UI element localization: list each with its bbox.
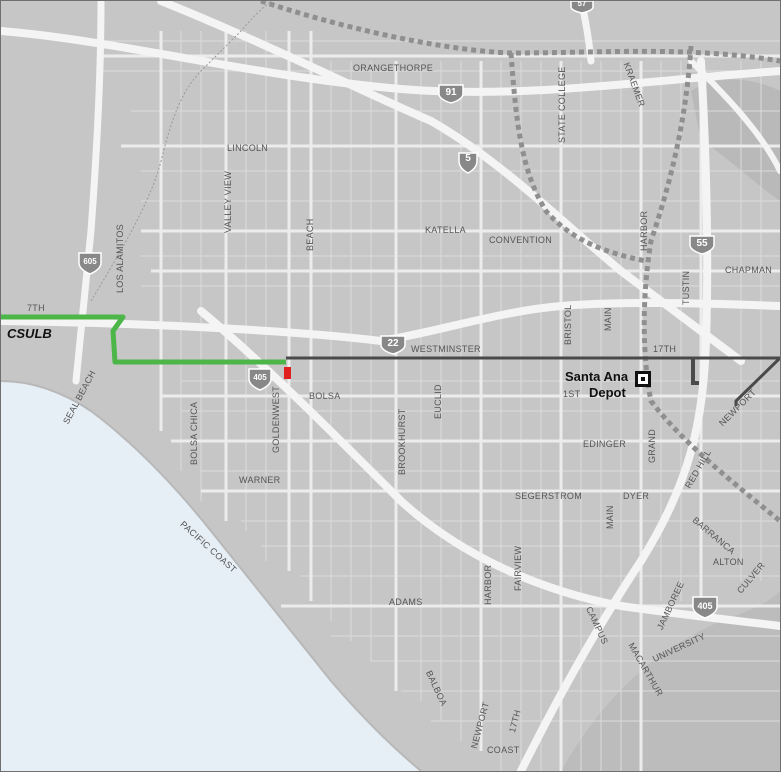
street-orangethorpe: ORANGETHORPE: [353, 63, 434, 73]
street-euclid: EUCLID: [433, 384, 443, 419]
coastline: [1, 380, 422, 771]
street-lincoln: LINCOLN: [227, 143, 269, 153]
route-91-label: 91: [445, 87, 457, 98]
interstate-605-shield: [78, 252, 102, 275]
santa-ana-depot-label-line2[interactable]: Depot: [589, 385, 626, 400]
santa-ana-depot-label-line1[interactable]: Santa Ana: [565, 369, 629, 384]
street-dyer: DYER: [623, 491, 650, 501]
street-warner: WARNER: [239, 475, 281, 485]
street-convention: CONVENTION: [489, 235, 553, 245]
street-valley-view: VALLEY VIEW: [223, 171, 233, 233]
county-line: [90, 1, 272, 302]
route-57-shield: [570, 1, 594, 14]
street-harbor-north: HARBOR: [639, 210, 649, 251]
street-7th: 7TH: [27, 303, 45, 313]
route-55-shield: [689, 235, 715, 255]
route-57-label: 57: [577, 0, 587, 8]
street-coast: COAST: [487, 745, 520, 755]
street-brookhurst: BROOKHURST: [397, 408, 407, 475]
street-bolsa-chica: BOLSA CHICA: [189, 401, 199, 465]
street-main: MAIN: [603, 307, 613, 331]
interstate-405-shield-east: [692, 596, 718, 619]
interstate-405-shield-west: [248, 368, 272, 391]
street-harbor-south: HARBOR: [483, 564, 493, 605]
csulb-label[interactable]: CSULB: [7, 326, 52, 341]
railroads: [260, 1, 780, 523]
interstate-405-east-label: 405: [697, 601, 713, 611]
street-edinger: EDINGER: [583, 439, 627, 449]
route-55-label: 55: [696, 238, 708, 249]
ocean: [1, 381, 421, 771]
street-bolsa: BOLSA: [309, 391, 341, 401]
street-los-alamitos: LOS ALAMITOS: [115, 224, 125, 293]
street-main-south: MAIN: [605, 505, 615, 529]
street-alton: ALTON: [713, 557, 744, 567]
interstate-605-label: 605: [83, 257, 97, 266]
street-goldenwest: GOLDENWEST: [271, 385, 281, 453]
route-green: [1, 314, 286, 365]
route-91-shield: [438, 84, 464, 104]
red-start-marker-icon[interactable]: [284, 367, 291, 379]
street-fairview: FAIRVIEW: [513, 545, 523, 591]
arterial-streets: [101, 31, 780, 771]
interstate-5-label: 5: [465, 153, 471, 164]
train-station-icon[interactable]: [635, 371, 651, 387]
interstate-5-shield: [458, 152, 478, 174]
street-bristol: BRISTOL: [563, 304, 573, 345]
street-tustin: TUSTIN: [681, 270, 691, 305]
street-1st: 1ST: [563, 389, 581, 399]
route-dark: [286, 356, 780, 406]
interstate-405-west-label: 405: [253, 373, 267, 382]
street-katella: KATELLA: [425, 225, 466, 235]
street-adams: ADAMS: [389, 597, 423, 607]
street-beach: BEACH: [305, 218, 315, 251]
route-dark-spur: [691, 358, 699, 385]
route-22-shield: [380, 335, 406, 355]
street-17th: 17TH: [653, 344, 677, 354]
street-state-college: STATE COLLEGE: [557, 66, 567, 143]
street-grand: GRAND: [647, 428, 657, 463]
street-chapman: CHAPMAN: [725, 265, 773, 275]
street-westminster: WESTMINSTER: [411, 344, 481, 354]
route-22-label: 22: [387, 338, 399, 349]
street-segerstrom: SEGERSTROM: [515, 491, 583, 501]
